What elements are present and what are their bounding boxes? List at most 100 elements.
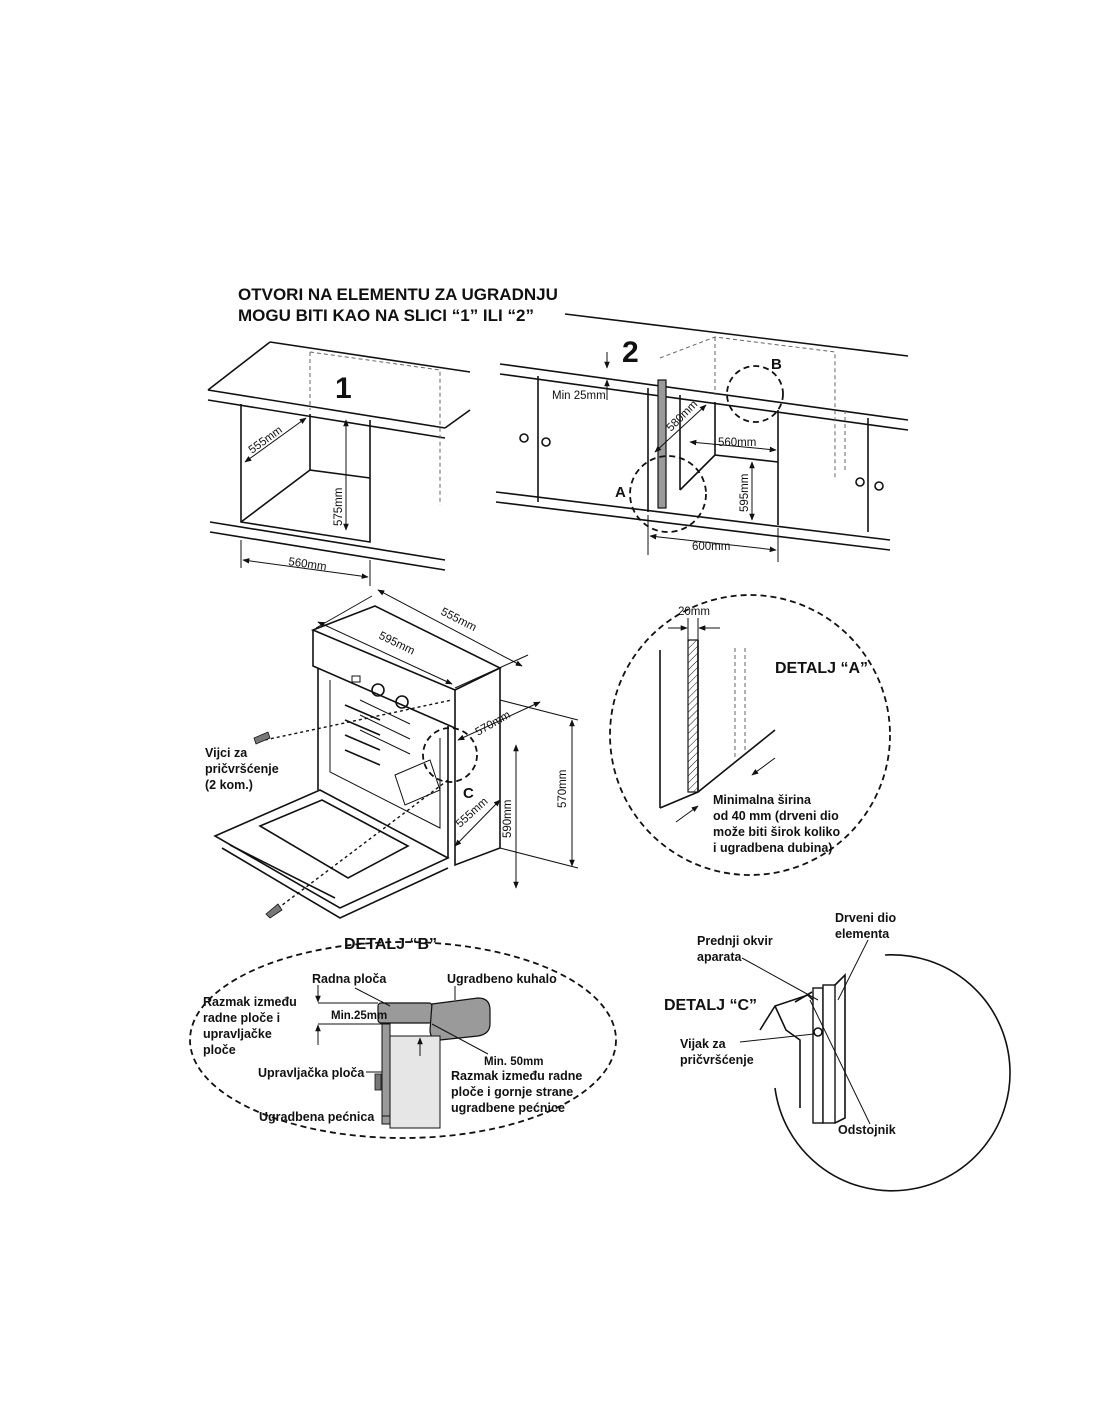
oven-width-front-arrow	[317, 621, 453, 685]
fig1-number: 1	[335, 372, 352, 405]
screw-icon	[253, 731, 271, 745]
oven-marker-c: C	[463, 785, 474, 802]
detail-b-ellipse	[189, 941, 617, 1139]
fig2-opening-floor-edge	[679, 454, 716, 491]
detail-b-hob-label: Ugradbeno kuhalo	[447, 972, 557, 986]
detail-c-screw-head	[813, 1027, 823, 1037]
fig1-height-label: 575mm	[333, 488, 345, 526]
detail-c-spacer-leader	[809, 999, 871, 1125]
figure-2-cabinet: Min 25mm 580mm 560mm 595mm 600mm A B 2	[495, 313, 909, 562]
screw-icon	[265, 903, 283, 919]
detail-c-wood-panel	[822, 984, 836, 1124]
oven-height-front-label: 590mm	[502, 800, 514, 838]
fig2-worktop-front-top	[499, 363, 909, 421]
oven-depth-top-arrow	[377, 589, 523, 667]
detail-b-knob	[374, 1073, 382, 1091]
fig1-depth-label: 555mm	[247, 424, 285, 456]
detail-c-screw-line-2: pričvršćenje	[680, 1053, 754, 1067]
detail-a-width-arrow-right	[751, 757, 776, 776]
fig1-worktop-front-bottom	[207, 399, 446, 439]
detail-c-wood-side	[834, 973, 846, 1124]
title-line-2: MOGU BITI KAO NA SLICI “1” ILI “2”	[238, 306, 534, 325]
fig1-opening-inner	[309, 414, 371, 479]
oven-detail-c-circle	[422, 727, 478, 783]
detail-c-frame-line-1: Prednji okvir	[697, 934, 773, 948]
fig2-right-door-knob-2	[874, 481, 884, 491]
fig1-width-label: 560mm	[288, 556, 328, 573]
fig1-worktop-back-edge	[269, 341, 471, 373]
detail-b-gap2-line-2: ploče i gornje strane	[451, 1085, 573, 1099]
detail-b-gap-line-4: ploče	[203, 1043, 236, 1057]
fig2-width-arrow	[649, 533, 777, 553]
detail-a-hidden-lines	[734, 648, 746, 758]
fig1-opening-floor-edge	[240, 469, 311, 523]
detail-a-note-line-1: Minimalna širina	[713, 793, 812, 807]
detail-a-note-line-3: može biti širok koliko	[713, 825, 840, 839]
detail-a-title: DETALJ “A”	[775, 660, 868, 677]
oven-door-outer	[213, 789, 450, 909]
screws-label-line-2: pričvršćenje	[205, 762, 279, 776]
oven-drawing: 555mm 595mm 570mm 570mm 590mm 555mm C Vi…	[205, 589, 579, 919]
title-line-1: OTVORI NA ELEMENTU ZA UGRADNJU	[238, 285, 558, 304]
fig1-worktop-front-top	[207, 389, 446, 429]
detail-b-hob	[429, 997, 491, 1041]
fig2-inner-width-arrow	[689, 439, 777, 453]
fig2-left-door-knob-1	[519, 433, 529, 443]
oven-tray	[394, 759, 441, 806]
fig2-inner-width-label: 560mm	[718, 437, 756, 449]
oven-screw-line-top	[264, 699, 453, 741]
detail-b-min25-label: Min.25mm	[331, 1010, 387, 1022]
detail-c-wood-line-2: elementa	[835, 927, 890, 941]
fig2-height-label: 595mm	[739, 474, 751, 512]
detail-a-wood-panel	[687, 639, 699, 793]
detail-c-wood-leader	[837, 939, 869, 1001]
oven-knob-2	[395, 695, 409, 709]
oven-control-panel	[312, 630, 456, 730]
oven-height-right-ext-top	[499, 699, 579, 721]
screws-label-line-3: (2 kom.)	[205, 778, 253, 792]
oven-rack-rails	[344, 704, 381, 766]
detail-b-oven-body	[389, 1035, 441, 1129]
detail-b-worktop-label: Radna ploča	[312, 972, 387, 986]
fig1-hidden-carcass	[309, 351, 441, 505]
detail-a-width-arrow-left	[675, 805, 699, 823]
fig1-width-arrow	[242, 558, 369, 579]
fig2-plinth-top	[495, 491, 891, 541]
detail-c-frame-line-2: aparata	[697, 950, 743, 964]
detail-b-control-panel	[381, 1023, 391, 1125]
fig1-opening-front	[240, 404, 371, 543]
detail-c-circle-arc	[774, 954, 1011, 1192]
fig2-detail-b-circle	[726, 365, 784, 423]
oven-rack-grid	[359, 699, 411, 755]
fig2-worktop-back-edge	[564, 313, 909, 357]
oven-top-ext-a	[315, 595, 373, 629]
fig2-depth-label: 580mm	[665, 399, 701, 435]
detail-b-control-label: Upravljačka ploča	[258, 1066, 365, 1080]
detail-c-screw-line-1: Vijak za	[680, 1037, 727, 1051]
detail-c-wood-line-1: Drveni dio	[835, 911, 896, 925]
oven-bottom-depth-arrow	[454, 799, 501, 847]
oven-depth-top-label: 555mm	[439, 606, 479, 634]
detail-c-screw-leader	[739, 1033, 815, 1043]
oven-door-handle	[229, 844, 336, 899]
detail-b-gap2-line-1: Razmak između radne	[451, 1069, 582, 1083]
detail-c-spacer-label: Odstojnik	[838, 1123, 896, 1137]
detail-c-title: DETALJ “C”	[664, 997, 757, 1014]
detail-c: Drveni dio elementa Prednji okvir aparat…	[664, 911, 1011, 1192]
figure-1-cabinet: 555mm 575mm 560mm 1	[207, 341, 471, 586]
detail-b-title: DETALJ “B”	[344, 936, 437, 953]
detail-b-min50-label: Min. 50mm	[484, 1056, 543, 1068]
oven-top-ext-b	[454, 654, 529, 689]
fig1-worktop-right-edge	[444, 409, 471, 429]
detail-b-gap-line-2: radne ploče i	[203, 1011, 280, 1025]
detail-a-note-line-2: od 40 mm (drveni dio	[713, 809, 839, 823]
fig1-worktop-left-edge	[207, 341, 271, 391]
fig2-marker-a: A	[615, 484, 626, 501]
detail-c-oven-top	[759, 994, 814, 1031]
detail-b-gap-line-3: upravljačke	[203, 1027, 272, 1041]
detail-a-thickness-label: 20mm	[678, 606, 710, 618]
oven-side-depth-arrow	[457, 701, 541, 741]
oven-side-wall	[454, 668, 501, 867]
fig2-depth-arrow	[654, 404, 707, 453]
